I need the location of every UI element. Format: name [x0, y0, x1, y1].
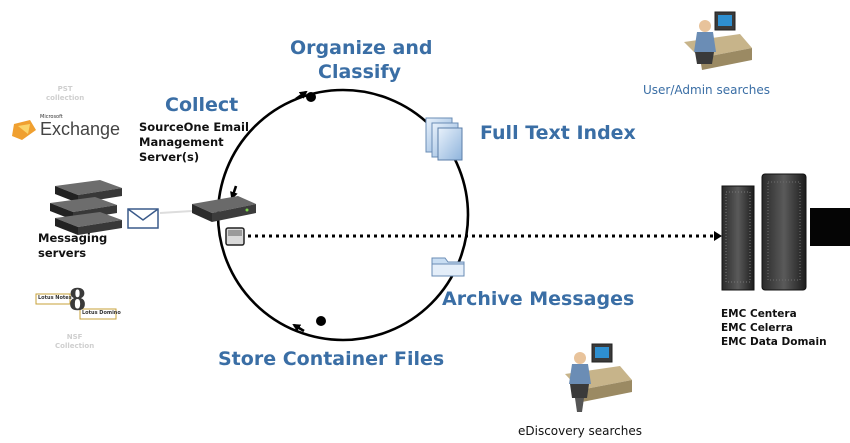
document-stack-icon	[425, 117, 463, 161]
envelope-icon	[127, 208, 159, 229]
nsf-line1: NSF	[66, 333, 83, 341]
exchange-logo	[12, 120, 36, 140]
email-server-line3: Server(s)	[139, 150, 200, 164]
messaging-line2: servers	[38, 246, 87, 260]
organize-line2: Classify	[318, 61, 402, 83]
folder-icon	[431, 257, 465, 277]
storage-centera: EMC Centera	[721, 308, 797, 320]
ediscovery-searches-label: eDiscovery searches	[518, 424, 642, 438]
container-box-icon	[225, 227, 245, 246]
messaging-line1: Messaging	[38, 231, 108, 245]
archive-arrowhead	[714, 231, 722, 241]
lotus-domino-badge: Lotus Domino	[82, 310, 121, 316]
email-server-icon	[192, 196, 256, 222]
storage-labels: EMC Centera EMC Celerra EMC Data Domain	[721, 307, 827, 349]
email-server-line1: SourceOne Email	[139, 120, 249, 134]
stage-classify: Classify	[318, 62, 401, 83]
arrow-to-organize	[295, 90, 308, 101]
user-admin-searches-label: User/Admin searches	[643, 83, 770, 97]
user-admin-search-icon	[684, 11, 752, 70]
lotus-notes-logo	[35, 293, 117, 320]
exchange-small-label: Microsoft	[40, 114, 63, 120]
arrow-to-collect	[230, 185, 238, 200]
email-server-line2: Management	[139, 135, 224, 149]
stage-store-container-files: Store Container Files	[218, 348, 445, 370]
lotus-version: 8	[69, 281, 86, 318]
pst-line2: collection	[46, 94, 85, 102]
stage-full-text-index: Full Text Index	[480, 122, 636, 144]
storage-data-domain: EMC Data Domain	[721, 336, 827, 348]
exchange-label: Exchange	[40, 119, 121, 139]
storage-celerra: EMC Celerra	[721, 322, 793, 334]
stage-archive-messages: Archive Messages	[442, 288, 635, 310]
stage-collect: Collect	[165, 94, 239, 116]
messaging-servers-icon	[50, 180, 122, 235]
ediscovery-search-icon	[565, 343, 632, 412]
messaging-servers-label: Messaging servers	[38, 231, 107, 261]
lotus-notes-badge: Lotus Notes	[38, 295, 72, 301]
pst-line1: PST	[57, 85, 73, 93]
nsf-collection-label: NSF Collection	[55, 333, 94, 351]
stage-organize: Organize and	[290, 38, 433, 59]
mail-connector	[159, 210, 193, 214]
nsf-line2: Collection	[55, 342, 95, 350]
arrow-to-store	[292, 323, 305, 333]
node-organize	[306, 92, 316, 102]
node-store	[316, 316, 326, 326]
storage-array-icon	[721, 173, 850, 291]
email-server-label: SourceOne Email Management Server(s)	[139, 120, 249, 165]
pst-collection-label: PST collection	[46, 85, 84, 103]
organize-line1: Organize and	[290, 37, 433, 59]
